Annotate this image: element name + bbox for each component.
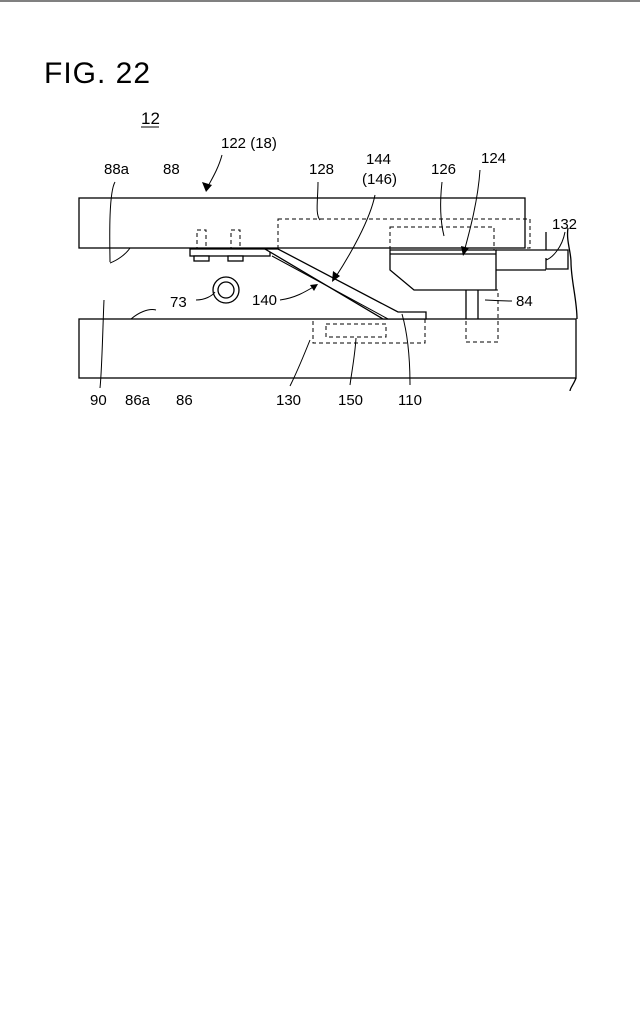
- hidden-part-128: [278, 219, 530, 248]
- surface-88a-leader: [110, 248, 130, 263]
- roller-73-inner: [218, 282, 234, 298]
- spring-inner-edge: [272, 256, 388, 319]
- lower-plate-86: [79, 319, 576, 378]
- leader-90: [100, 300, 104, 388]
- label-146: (146): [362, 171, 397, 188]
- leader-144: [335, 195, 375, 278]
- leader-128: [317, 182, 320, 220]
- roller-73-outer: [213, 277, 239, 303]
- label-88: 88: [163, 161, 180, 178]
- hidden-part-126: [390, 227, 494, 250]
- post-84: [466, 290, 478, 319]
- leader-73: [196, 292, 215, 300]
- label-128: 128: [309, 161, 334, 178]
- label-126: 126: [431, 161, 456, 178]
- surface-86a-leader: [131, 310, 156, 319]
- leader-130: [290, 340, 310, 386]
- arrow-122: [202, 182, 212, 192]
- leader-140: [280, 286, 315, 300]
- label-88a: 88a: [104, 161, 130, 178]
- label-86: 86: [176, 392, 193, 409]
- label-140: 140: [252, 292, 277, 309]
- label-144: 144: [366, 151, 391, 168]
- label-73: 73: [170, 294, 187, 311]
- leader-84: [485, 300, 512, 301]
- arrow-140: [310, 284, 318, 291]
- bolt-1-shaft: [197, 230, 206, 249]
- leader-126: [441, 182, 444, 236]
- label-90: 90: [90, 392, 107, 409]
- mount-plate: [190, 249, 270, 256]
- label-110: 110: [398, 392, 422, 409]
- figure-title: FIG. 22: [44, 57, 151, 90]
- bolt-1-head: [194, 256, 209, 261]
- label-132: 132: [552, 216, 577, 233]
- label-84: 84: [516, 293, 533, 310]
- upper-plate-88: [79, 198, 525, 248]
- leader-110: [402, 314, 410, 385]
- figure-ref-number: 12: [141, 109, 160, 128]
- bolt-2-head: [228, 256, 243, 261]
- label-86a: 86a: [125, 392, 151, 409]
- bracket-124: [390, 250, 496, 290]
- leader-88a: [110, 182, 115, 262]
- label-122: 122 (18): [221, 135, 277, 152]
- bolt-2-shaft: [231, 230, 240, 249]
- leader-124: [464, 170, 480, 252]
- label-150: 150: [338, 392, 363, 409]
- part-132-block: [546, 250, 568, 269]
- label-130: 130: [276, 392, 301, 409]
- label-124: 124: [481, 150, 506, 167]
- hidden-part-84: [466, 290, 498, 342]
- hidden-part-150: [326, 324, 386, 337]
- leader-132: [546, 232, 565, 260]
- part-132-rails: [496, 250, 546, 270]
- hidden-part-130: [313, 319, 425, 343]
